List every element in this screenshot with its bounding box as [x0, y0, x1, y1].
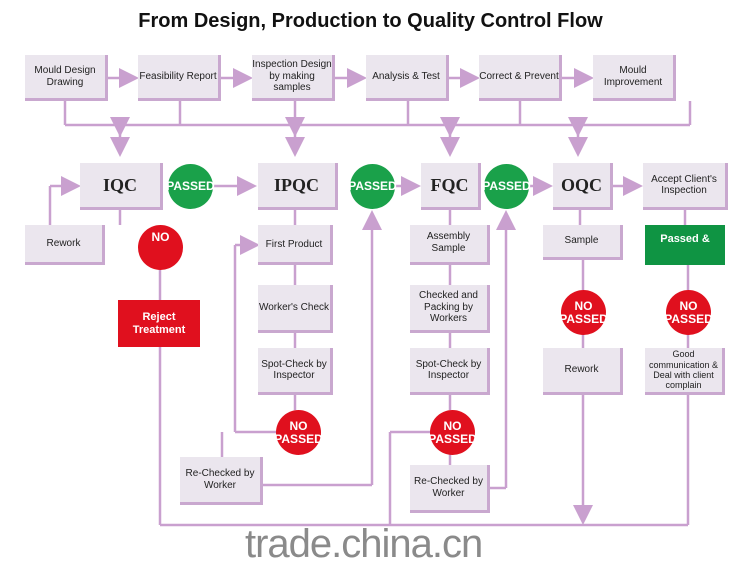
no-passed-badge: NO PASSED: [428, 410, 477, 455]
no-passed-badge: NO PASSED: [664, 290, 713, 335]
ipqc-spot-check: Spot-Check by Inspector: [258, 348, 333, 395]
stage-fqc: FQC: [421, 163, 481, 210]
step-feasibility: Feasibility Report: [138, 55, 221, 101]
fqc-assembly-sample: Assembly Sample: [410, 225, 490, 265]
step-mould-improvement: Mould Improvement: [593, 55, 676, 101]
step-inspection-design: Inspection Design by making samples: [252, 55, 335, 101]
passed-badge: PASSED: [348, 164, 397, 209]
stage-accept-client: Accept Client's Inspection: [643, 163, 728, 210]
iqc-rework: Rework: [25, 225, 105, 265]
client-good-communication: Good communication & Deal with client co…: [645, 348, 725, 395]
stage-ipqc: IPQC: [258, 163, 338, 210]
stage-iqc: IQC: [80, 163, 163, 210]
step-correct: Correct & Prevent: [479, 55, 562, 101]
fqc-spot-check: Spot-Check by Inspector: [410, 348, 490, 395]
fqc-recheck: Re-Checked by Worker: [410, 465, 490, 513]
passed-badge: PASSED: [482, 164, 531, 209]
watermark: trade.china.cn: [245, 522, 483, 565]
no-passed-badge: NO PASSED: [559, 290, 608, 335]
step-analysis: Analysis & Test: [366, 55, 449, 101]
oqc-rework: Rework: [543, 348, 623, 395]
no-passed-badge: NO PASSED: [274, 410, 323, 455]
client-passed: Passed &: [645, 225, 725, 265]
step-mould-design: Mould Design Drawing: [25, 55, 108, 101]
stage-oqc: OQC: [553, 163, 613, 210]
oqc-sample: Sample: [543, 225, 623, 260]
ipqc-recheck: Re-Checked by Worker: [180, 457, 263, 505]
ipqc-first-product: First Product: [258, 225, 333, 265]
ipqc-worker-check: Worker's Check: [258, 285, 333, 333]
reject-treatment: Reject Treatment: [118, 300, 200, 347]
fqc-packing: Checked and Packing by Workers: [410, 285, 490, 333]
passed-badge: PASSED: [166, 164, 215, 209]
diagram-title: From Design, Production to Quality Contr…: [138, 10, 603, 32]
no-badge: NO: [138, 225, 183, 270]
